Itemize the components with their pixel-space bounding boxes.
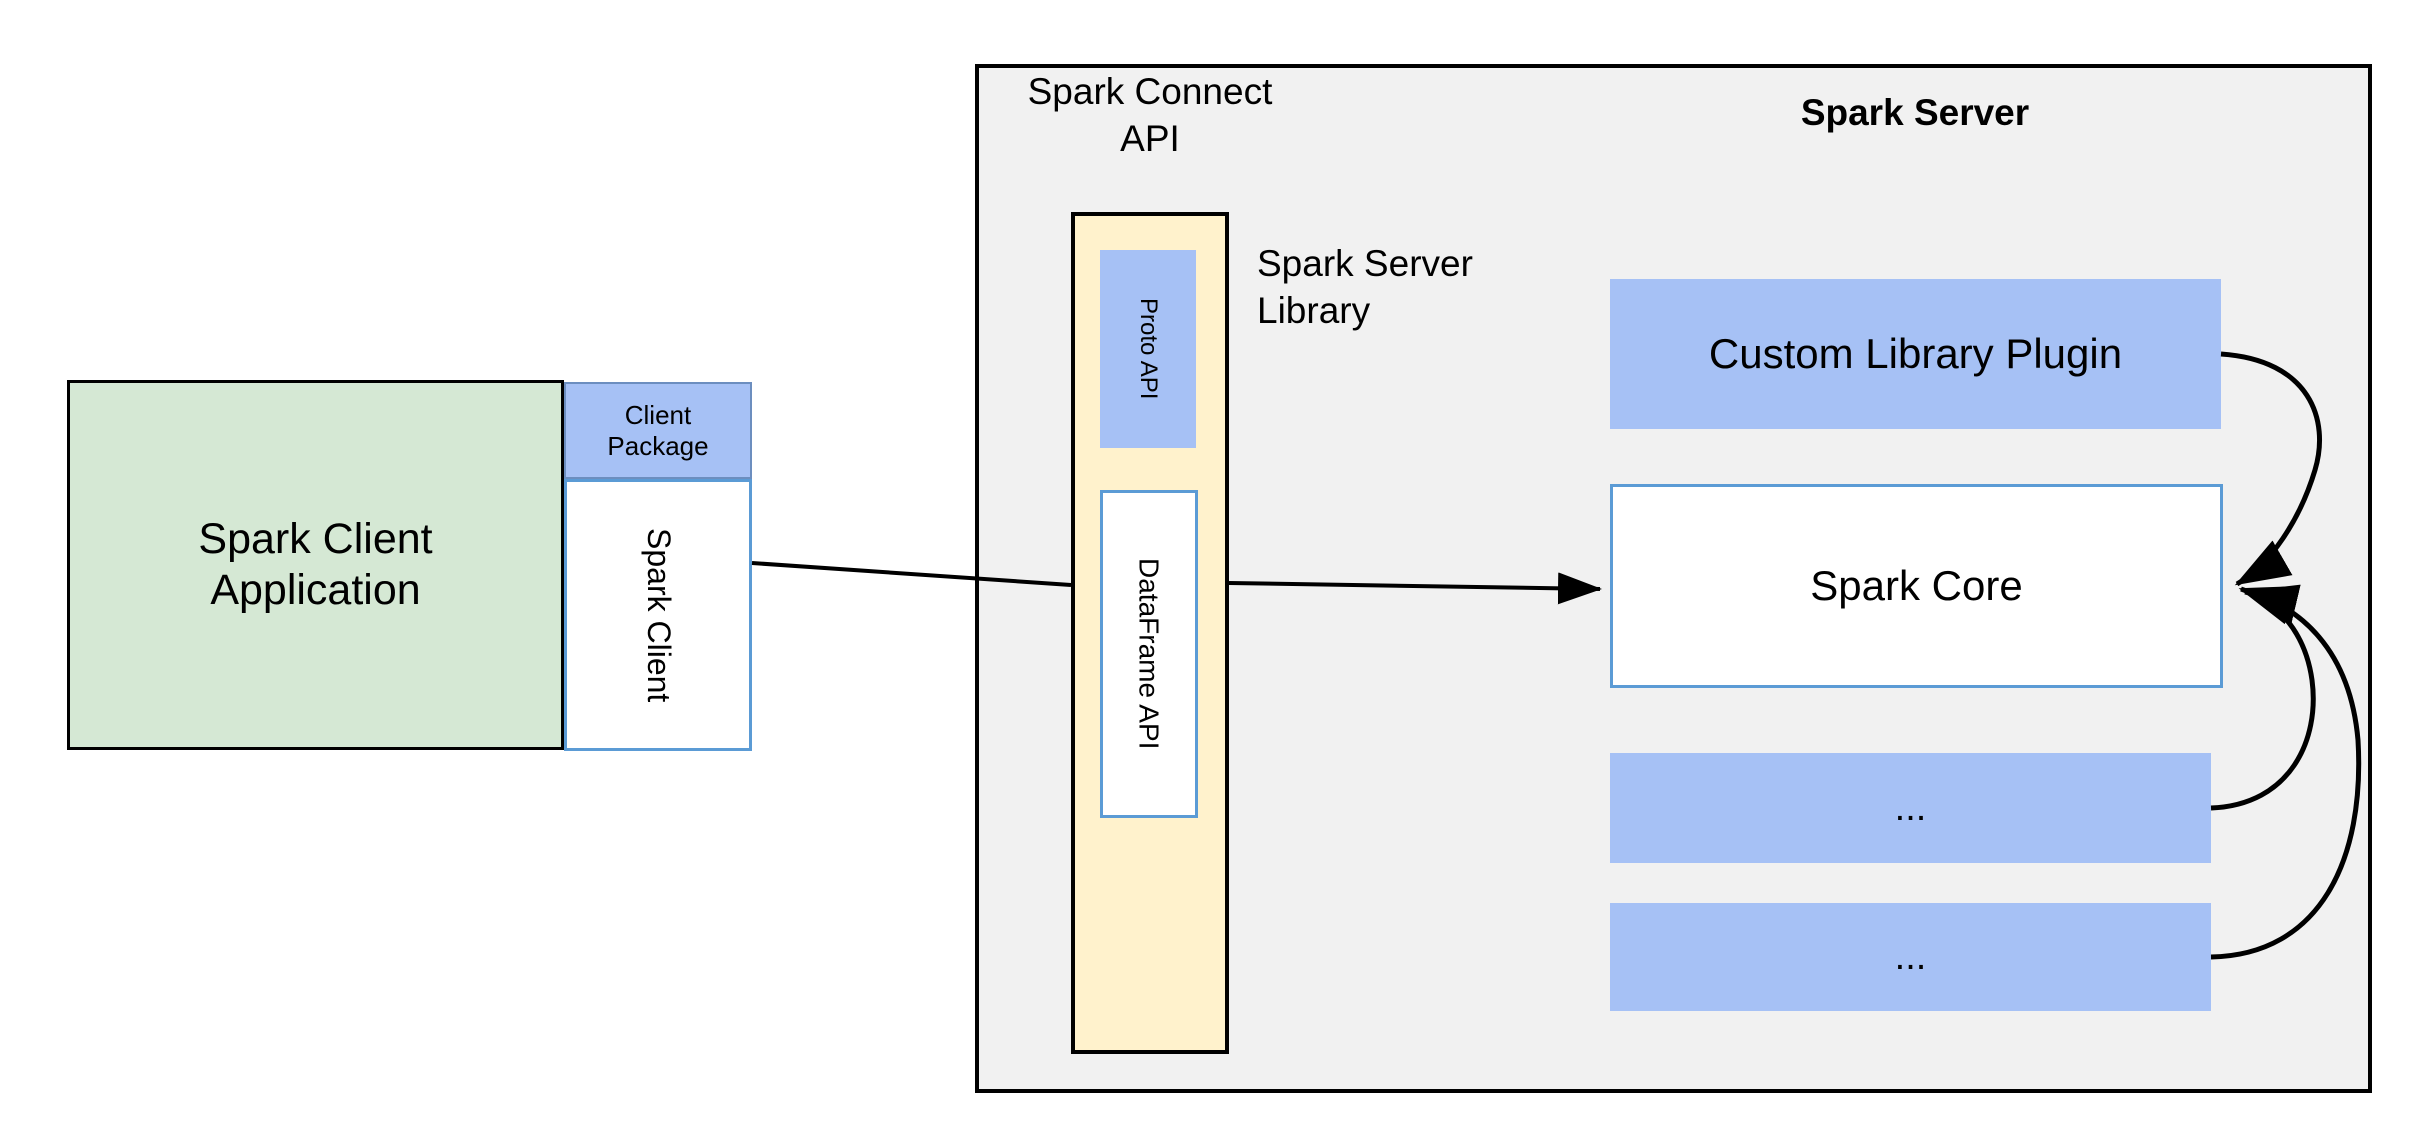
spark-client-application-label-line1: Spark Client bbox=[198, 515, 433, 564]
spark-client-label: Spark Client bbox=[640, 527, 677, 703]
proto-api-label: Proto API bbox=[1135, 298, 1163, 400]
spark-client-box: Spark Client bbox=[564, 479, 752, 751]
spark-core-label: Spark Core bbox=[1810, 562, 2023, 610]
dataframe-api-box: DataFrame API bbox=[1100, 490, 1198, 818]
client-package-label-line1: Client bbox=[624, 399, 692, 430]
client-package-label: Client Package bbox=[607, 400, 708, 461]
module-placeholder-1-box: ... bbox=[1610, 753, 2211, 863]
proto-api-box: Proto API bbox=[1100, 250, 1196, 448]
spark-client-application-box: Spark Client Application bbox=[67, 380, 564, 750]
client-package-label-line2: Package bbox=[607, 430, 709, 461]
spark-client-application-label-line2: Application bbox=[210, 566, 421, 614]
spark-server-library-label-line1: Spark Server bbox=[1257, 243, 1473, 284]
spark-client-application-label: Spark Client Application bbox=[188, 514, 442, 615]
module-placeholder-2-label: ... bbox=[1894, 935, 1927, 978]
custom-library-plugin-label: Custom Library Plugin bbox=[1708, 330, 2123, 378]
client-package-box: Client Package bbox=[564, 382, 752, 479]
spark-server-title: Spark Server bbox=[1800, 92, 2030, 133]
spark-connect-api-label-line1: Spark Connect bbox=[1027, 71, 1273, 112]
custom-library-plugin-box: Custom Library Plugin bbox=[1610, 279, 2221, 429]
dataframe-api-label: DataFrame API bbox=[1133, 558, 1165, 750]
spark-connect-api-label-line2: API bbox=[1120, 118, 1180, 160]
spark-server-library-label-line2: Library bbox=[1257, 290, 1371, 332]
module-placeholder-1-label: ... bbox=[1894, 786, 1927, 829]
spark-server-library-label: Spark Server Library bbox=[1257, 240, 1557, 335]
spark-core-box: Spark Core bbox=[1610, 484, 2223, 688]
module-placeholder-2-box: ... bbox=[1610, 903, 2211, 1011]
spark-connect-api-label: Spark Connect API bbox=[1005, 68, 1295, 163]
